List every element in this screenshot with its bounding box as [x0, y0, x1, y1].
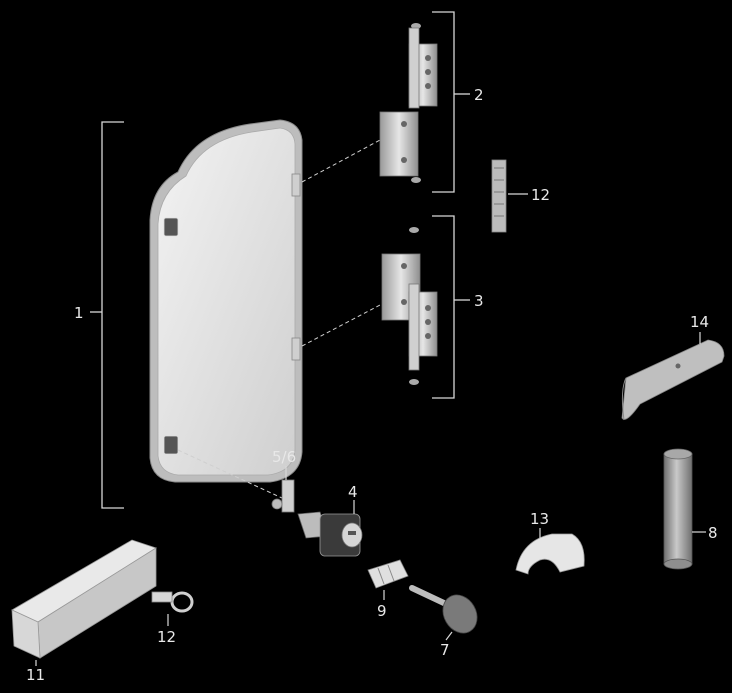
- door-panel: [149, 119, 303, 483]
- lock-plate: [271, 466, 295, 513]
- wall-dowel: [367, 559, 409, 600]
- brush-strip: [491, 159, 528, 233]
- rod: [663, 448, 706, 570]
- label-hinge-bottom: 3: [474, 292, 484, 310]
- label-rail: 11: [26, 666, 45, 684]
- label-clip: 12: [157, 628, 176, 646]
- label-dowel: 9: [377, 602, 387, 620]
- rail-clip: [151, 591, 194, 626]
- label-brush: 12: [531, 186, 550, 204]
- door-bracket: [90, 121, 124, 509]
- cover-profile: [621, 332, 725, 421]
- label-rod: 8: [708, 524, 718, 542]
- key: [409, 585, 478, 641]
- hinge-bottom-bracket: [432, 215, 470, 399]
- label-lock-plate: 5/6: [272, 448, 296, 466]
- label-door: 1: [74, 304, 84, 322]
- assembly-guides: [177, 139, 381, 499]
- label-key: 7: [440, 641, 450, 659]
- hinge-top-bracket: [432, 11, 470, 193]
- hinge-top: [379, 23, 438, 183]
- label-end-cap: 13: [530, 510, 549, 528]
- label-hinge-top: 2: [474, 86, 484, 104]
- label-lock: 4: [348, 483, 358, 501]
- label-cover-profile: 14: [690, 313, 709, 331]
- panel-fastener-bottom: [163, 435, 179, 455]
- hinge-bottom: [381, 227, 438, 385]
- end-cap: [515, 528, 585, 575]
- rail: [11, 539, 157, 666]
- panel-fastener-top: [163, 217, 179, 237]
- lock-cylinder: [297, 500, 363, 557]
